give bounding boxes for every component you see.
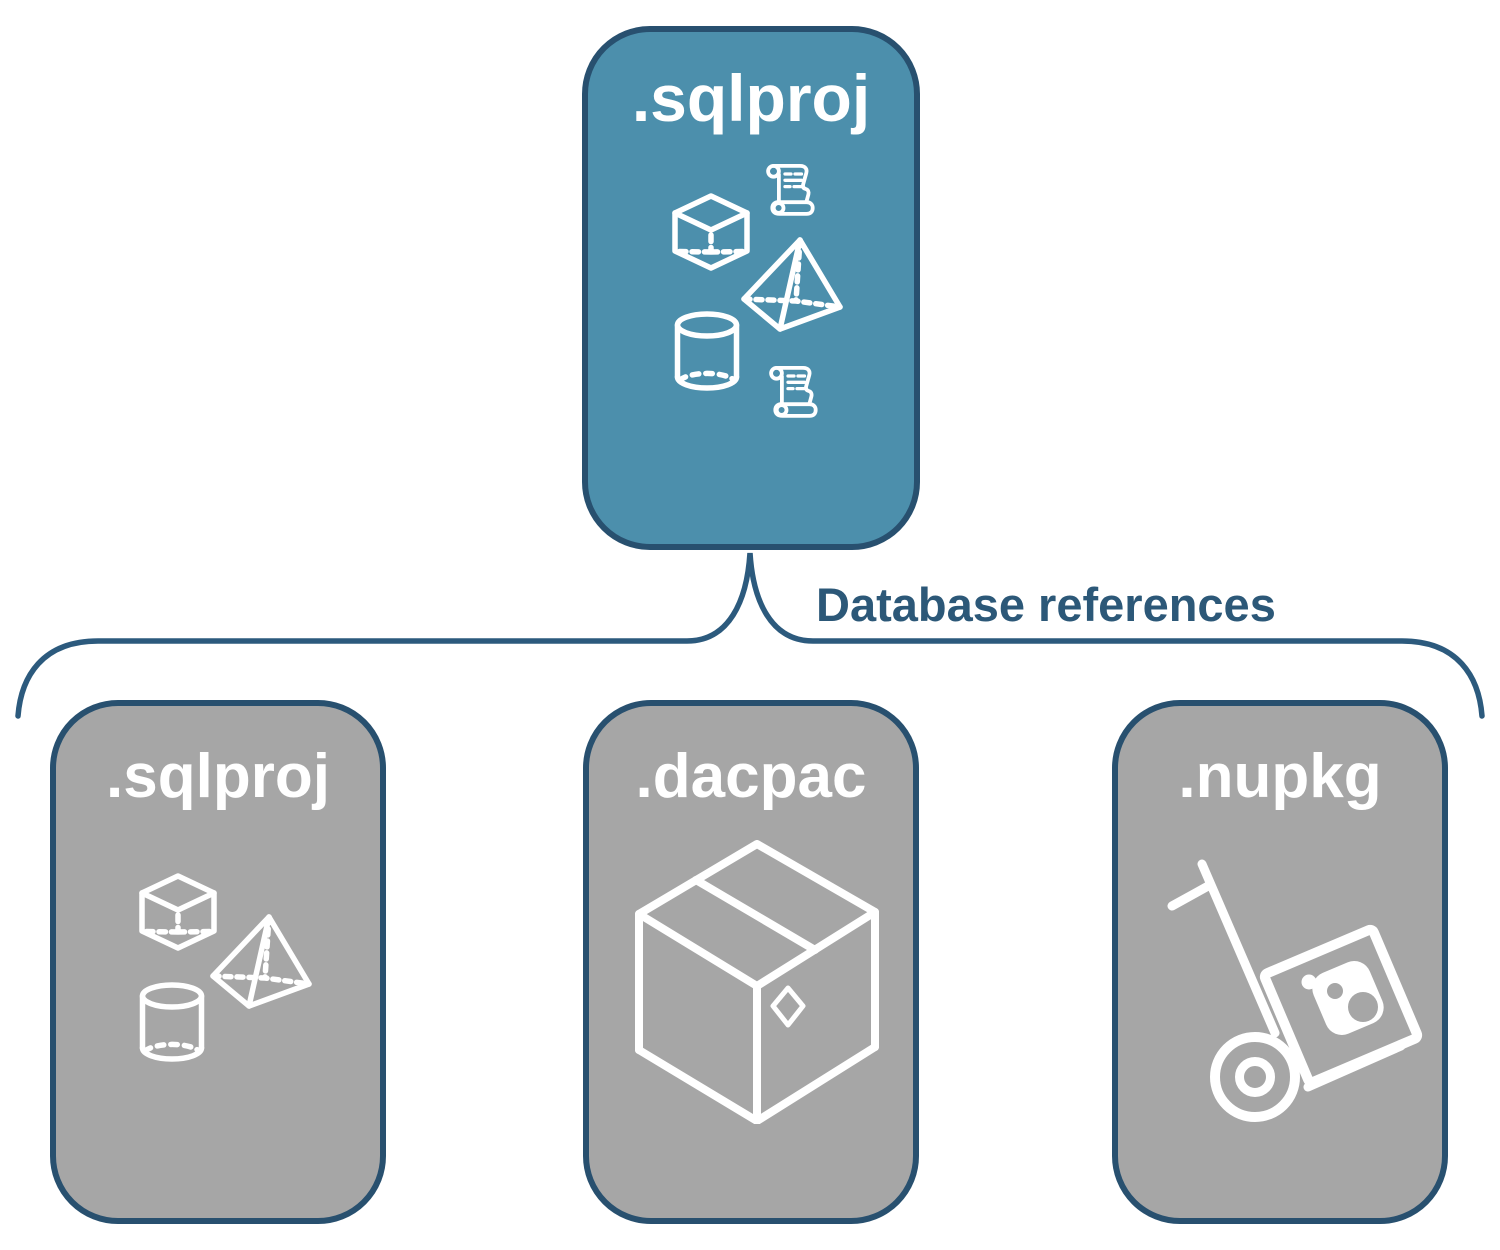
connector-label: Database references bbox=[816, 578, 1276, 631]
nuget-hand-truck-icon bbox=[1167, 859, 1423, 1122]
child-node-nupkg: .nupkg bbox=[1112, 700, 1448, 1224]
child-node-label: .nupkg bbox=[1178, 742, 1382, 811]
sql-objects-icon bbox=[666, 163, 852, 418]
child-node-dacpac: .dacpac bbox=[583, 700, 919, 1224]
root-node-label: .sqlproj bbox=[631, 61, 871, 135]
nuget-logo-body bbox=[1312, 960, 1384, 1036]
pyramid-icon bbox=[744, 240, 840, 329]
nuget-dot bbox=[1301, 974, 1317, 990]
cube-icon bbox=[675, 196, 747, 268]
child-node-label: .dacpac bbox=[635, 742, 867, 811]
cube-icon bbox=[142, 876, 214, 948]
wheel-hub-icon bbox=[1235, 1057, 1275, 1097]
package-outline bbox=[1259, 924, 1423, 1088]
root-node-sqlproj: .sqlproj bbox=[582, 26, 920, 550]
scroll-icon bbox=[769, 365, 818, 418]
cylinder-icon bbox=[678, 314, 737, 388]
wheel-icon bbox=[1210, 1032, 1300, 1122]
hand-truck-handle bbox=[1167, 880, 1215, 911]
sql-objects-icon bbox=[134, 868, 312, 1066]
child-node-sqlproj: .sqlproj bbox=[50, 700, 386, 1224]
cylinder-icon bbox=[143, 985, 202, 1059]
pyramid-icon bbox=[213, 917, 309, 1006]
hand-truck-rail bbox=[1197, 859, 1280, 1038]
package-label-icon bbox=[770, 985, 806, 1028]
package-box-icon bbox=[635, 840, 879, 1124]
child-node-label: .sqlproj bbox=[106, 742, 330, 811]
nuget-hole-large bbox=[1348, 992, 1378, 1022]
nuget-hole-small bbox=[1327, 983, 1343, 999]
scroll-icon bbox=[766, 163, 815, 216]
